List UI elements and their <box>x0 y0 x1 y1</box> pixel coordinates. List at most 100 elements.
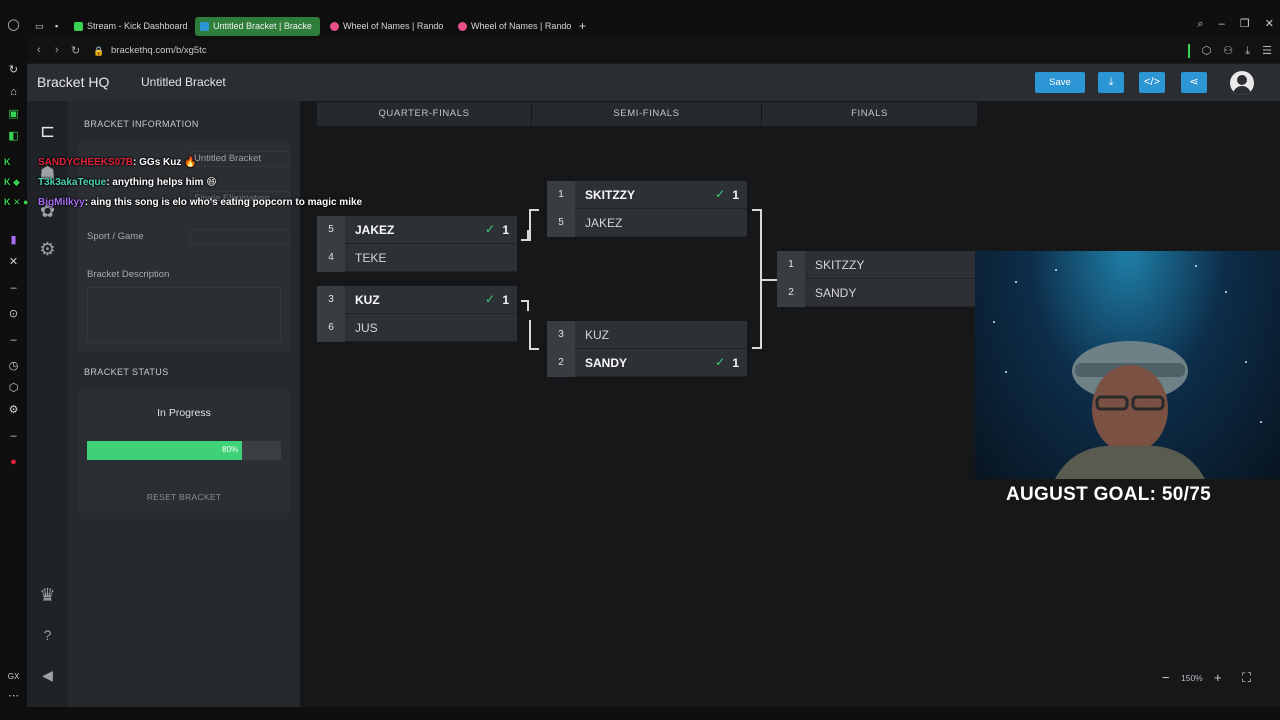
opera-logo-icon[interactable]: ◯ <box>7 19 20 31</box>
tab-label: Wheel of Names | Rando <box>343 21 444 31</box>
wheel-tab-icon <box>330 22 339 31</box>
bracket-info-heading: BRACKET INFORMATION <box>84 119 199 129</box>
bracket-status-box: In Progress 80% RESET BRACKET <box>78 389 290 513</box>
tab-icon[interactable]: ▪ <box>55 21 59 31</box>
url-field[interactable]: brackethq.com/b/xg5tc <box>111 45 207 56</box>
search-icon[interactable]: ⌕ <box>1197 18 1204 30</box>
slot-top[interactable]: 5 JAKEZ ✓ 1 <box>317 216 517 244</box>
divider-icon: – <box>10 430 17 442</box>
help-icon[interactable]: ? <box>43 627 52 643</box>
theme-icon[interactable]: ✿ <box>39 201 56 221</box>
maximize-icon[interactable]: ❐ <box>1239 18 1250 30</box>
description-label: Bracket Description <box>87 269 170 280</box>
extensions-icon[interactable]: ⬡ <box>8 382 19 394</box>
chat-badges: K <box>4 157 11 167</box>
avatar[interactable] <box>1230 71 1254 95</box>
chat-badges: K ◆ <box>4 177 20 187</box>
twitch-icon[interactable]: ▮ <box>10 234 17 246</box>
tab-wheel-2[interactable]: Wheel of Names | Rando <box>453 17 575 36</box>
divider-icon: – <box>10 282 17 294</box>
refresh-icon[interactable]: ↻ <box>8 64 19 76</box>
match-final[interactable]: 1 SKITZZY 2 SANDY <box>777 251 977 307</box>
sport-field[interactable] <box>190 229 290 245</box>
reload-icon[interactable]: ↻ <box>71 45 81 57</box>
zoom-level: 150% <box>1181 673 1203 683</box>
slot-top[interactable]: 3 KUZ <box>547 321 747 349</box>
bracket-tab-icon <box>200 22 209 31</box>
download-icon[interactable]: ⤓ <box>1098 72 1124 93</box>
tab-bracket[interactable]: Untitled Bracket | Bracke <box>195 17 320 36</box>
slot-top[interactable]: 1 SKITZZY ✓ 1 <box>547 181 747 209</box>
minimize-icon[interactable]: – <box>1218 18 1225 30</box>
bracket-icon[interactable]: ⊏ <box>39 121 56 141</box>
match-qf2[interactable]: 3 KUZ ✓ 1 6 JUS <box>317 286 517 342</box>
tab-wheel-1[interactable]: Wheel of Names | Rando <box>325 17 447 36</box>
zoom-in-button[interactable]: + <box>1214 670 1222 685</box>
workspace-icon[interactable]: ▭ <box>35 21 44 31</box>
check-icon: ✓ <box>714 187 725 201</box>
participants-icon[interactable]: ☗ <box>39 163 56 183</box>
match-qf1[interactable]: 5 JAKEZ ✓ 1 4 TEKE <box>317 216 517 272</box>
kick-studio-icon[interactable]: ◧ <box>8 130 19 142</box>
new-tab-icon[interactable]: + <box>579 19 587 33</box>
slot-top[interactable]: 1 SKITZZY <box>777 251 977 279</box>
collapse-icon[interactable]: ◀ <box>42 667 53 683</box>
seed: 6 <box>317 314 345 342</box>
description-textarea[interactable] <box>87 287 281 343</box>
match-sf2[interactable]: 3 KUZ 2 SANDY ✓ 1 <box>547 321 747 377</box>
embed-code-icon[interactable]: </> <box>1139 72 1165 93</box>
address-bar: ‹ › ↻ 🔒 brackethq.com/b/xg5tc ⬡ ⚇ ⤓ ☰ <box>27 38 1280 64</box>
settings-icon[interactable]: ⚙ <box>8 404 19 416</box>
gx-icon[interactable]: GX <box>7 672 20 681</box>
slot-bottom[interactable]: 6 JUS <box>317 314 517 342</box>
slot-bottom[interactable]: 2 SANDY <box>777 279 977 307</box>
close-icon[interactable]: ✕ <box>1264 18 1274 30</box>
download-icon[interactable]: ⤓ <box>1245 45 1251 57</box>
team-name: KUZ <box>355 293 380 307</box>
seed: 1 <box>777 251 805 279</box>
round-finals: FINALS <box>762 102 977 126</box>
slot-top[interactable]: 3 KUZ ✓ 1 <box>317 286 517 314</box>
kick-icon[interactable]: ▣ <box>8 108 19 120</box>
tab-kick-dashboard[interactable]: Stream - Kick Dashboard <box>69 17 187 36</box>
crown-icon[interactable]: ♛ <box>39 585 56 605</box>
team-name: SANDY <box>585 356 628 370</box>
fullscreen-icon[interactable]: ⛶ <box>1242 670 1252 685</box>
match-sf1[interactable]: 1 SKITZZY ✓ 1 5 JAKEZ <box>547 181 747 237</box>
history-icon[interactable]: ◷ <box>8 360 19 372</box>
connector-line <box>529 209 539 241</box>
save-button[interactable]: Save <box>1035 72 1085 93</box>
tab-label: Untitled Bracket | Bracke <box>213 21 312 31</box>
chat-username: T3k3akaTeque <box>38 177 107 188</box>
share-icon[interactable]: ⋖ <box>1181 72 1207 93</box>
wheel-tab-icon <box>458 22 467 31</box>
bracket-type-field[interactable]: Single Elimination <box>190 191 290 207</box>
settings-gear-icon[interactable]: ⚙ <box>39 239 56 259</box>
indicator-bar <box>1187 44 1190 59</box>
slot-bottom[interactable]: 5 JAKEZ <box>547 209 747 237</box>
seed: 3 <box>317 286 345 314</box>
profile-icon[interactable]: ⚇ <box>1223 45 1234 57</box>
more-icon[interactable]: ⋯ <box>8 690 19 702</box>
play-icon[interactable]: ⊙ <box>8 308 19 320</box>
seed: 3 <box>547 321 575 349</box>
bracket-title[interactable]: Untitled Bracket <box>141 75 226 89</box>
slot-bottom[interactable]: 4 TEKE <box>317 244 517 272</box>
extensions-icon[interactable]: ⬡ <box>1201 45 1212 57</box>
stream-goal-overlay: AUGUST GOAL: 50/75 <box>1006 484 1211 505</box>
forward-icon[interactable]: › <box>55 44 59 56</box>
back-icon[interactable]: ‹ <box>37 44 41 56</box>
menu-icon[interactable]: ☰ <box>1262 45 1272 57</box>
streamer-figure <box>1055 341 1205 479</box>
x-icon[interactable]: ✕ <box>8 256 19 268</box>
score: 1 <box>502 293 509 307</box>
shop-icon[interactable]: ⌂ <box>10 86 17 98</box>
reset-bracket-button[interactable]: RESET BRACKET <box>146 492 222 502</box>
slot-bottom[interactable]: 2 SANDY ✓ 1 <box>547 349 747 377</box>
sport-label: Sport / Game <box>87 231 144 242</box>
bracket-name-field[interactable]: Untitled Bracket <box>190 151 290 167</box>
zoom-out-button[interactable]: − <box>1162 670 1170 685</box>
vpn-icon[interactable]: ● <box>10 456 17 468</box>
brand-logo[interactable]: Bracket HQ <box>37 74 110 90</box>
browser-sidebar: ◯ ↻ ⌂ ▣ ◧ ▮ ✕ – ⊙ – ◷ ⬡ ⚙ – ● GX ⋯ <box>0 0 27 720</box>
